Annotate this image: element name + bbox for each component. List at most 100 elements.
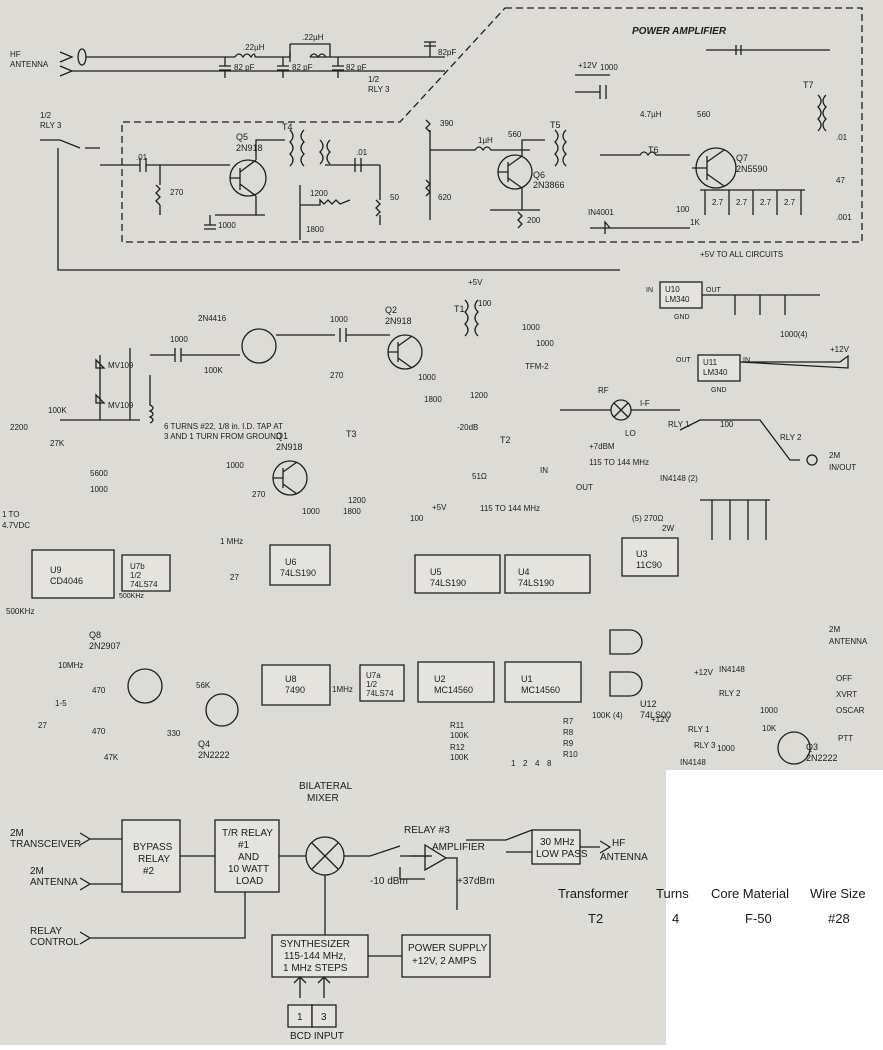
svg-text:U4: U4 [518, 567, 530, 577]
svg-text:1000: 1000 [717, 744, 735, 753]
cell-wire-size: #28 [828, 911, 850, 926]
svg-text:RLY 3: RLY 3 [694, 741, 716, 750]
u1-chip [504, 661, 582, 703]
col-header-wire-size: Wire Size [810, 886, 866, 901]
svg-text:2M: 2M [30, 866, 44, 877]
u7a-chip [359, 664, 405, 702]
svg-text:27: 27 [230, 573, 239, 582]
cell-core-material: F-50 [745, 911, 772, 926]
svg-text:2: 2 [523, 759, 528, 768]
svg-text:2M: 2M [10, 828, 24, 839]
col-header-transformer: Transformer [558, 886, 629, 901]
svg-text:R11: R11 [450, 721, 465, 730]
svg-text:2M: 2M [829, 625, 840, 634]
svg-text:74LS74: 74LS74 [366, 689, 394, 698]
svg-text:100K: 100K [48, 406, 67, 415]
svg-text:51Ω: 51Ω [472, 472, 487, 481]
svg-text:10 WATT: 10 WATT [228, 864, 269, 875]
u11-regulator [697, 354, 741, 382]
svg-text:1-5: 1-5 [55, 699, 67, 708]
svg-text:BYPASS: BYPASS [133, 842, 173, 853]
hf-antenna-input: HF ANTENNA [10, 48, 87, 77]
svg-text:2N918: 2N918 [276, 442, 303, 452]
svg-text:AND: AND [238, 852, 259, 863]
svg-text:100: 100 [478, 299, 492, 308]
svg-text:T/R RELAY: T/R RELAY [222, 828, 273, 839]
power-supply-block [401, 934, 491, 978]
svg-text:560: 560 [697, 110, 711, 119]
synthesizer-block [271, 934, 369, 978]
svg-text:RLY 2: RLY 2 [719, 689, 741, 698]
svg-text:R10: R10 [563, 750, 578, 759]
svg-text:OUT: OUT [676, 357, 692, 364]
svg-text:1200: 1200 [348, 496, 366, 505]
svg-text:620: 620 [438, 193, 452, 202]
svg-text:1: 1 [297, 1012, 303, 1023]
svg-text:7490: 7490 [285, 685, 305, 695]
u2-chip [417, 661, 495, 703]
schematic-drawing: POWER AMPLIFIER HF ANTENNA .22µH .22µH 8… [2, 7, 868, 768]
svg-text:ANTENNA: ANTENNA [829, 637, 868, 646]
svg-text:100: 100 [410, 514, 424, 523]
svg-text:74LS00: 74LS00 [640, 710, 671, 720]
svg-text:560: 560 [508, 130, 522, 139]
svg-text:115 TO 144 MHz: 115 TO 144 MHz [480, 504, 540, 513]
u6-chip [269, 544, 331, 586]
svg-text:TFM-2: TFM-2 [525, 362, 549, 371]
svg-text:LOW PASS: LOW PASS [536, 849, 588, 860]
svg-text:OUT: OUT [576, 483, 593, 492]
svg-text:1800: 1800 [424, 395, 442, 404]
u8-chip [261, 664, 331, 706]
svg-text:82pF: 82pF [438, 48, 456, 57]
svg-text:R12: R12 [450, 743, 465, 752]
svg-text:IN4148: IN4148 [719, 665, 745, 674]
svg-text:+12V: +12V [651, 715, 671, 724]
svg-text:-10 dBm: -10 dBm [370, 876, 408, 887]
svg-text:POWER SUPPLY: POWER SUPPLY [408, 943, 488, 954]
svg-text:T4: T4 [282, 122, 293, 132]
svg-text:U10: U10 [665, 285, 680, 294]
svg-text:IN/OUT: IN/OUT [829, 463, 856, 472]
svg-text:30 MHz: 30 MHz [540, 837, 574, 848]
svg-text:3: 3 [321, 1012, 327, 1023]
svg-text:U6: U6 [285, 557, 297, 567]
jfet-oscillator [241, 328, 277, 364]
svg-text:AMPLIFIER: AMPLIFIER [432, 842, 485, 853]
svg-text:I-F: I-F [640, 399, 650, 408]
svg-text:1/2: 1/2 [40, 111, 52, 120]
svg-text:1/2: 1/2 [130, 571, 142, 580]
svg-text:HF: HF [612, 838, 625, 849]
svg-text:OSCAR: OSCAR [836, 706, 865, 715]
svg-text:4.7µH: 4.7µH [640, 110, 662, 119]
svg-text:RELAY #3: RELAY #3 [404, 825, 450, 836]
svg-text:270: 270 [330, 371, 344, 380]
svg-text:LM340: LM340 [665, 295, 690, 304]
svg-text:.01: .01 [136, 153, 148, 162]
svg-text:U3: U3 [636, 549, 648, 559]
svg-text:2N2222: 2N2222 [198, 750, 230, 760]
u4-chip [504, 554, 591, 594]
svg-text:RLY 1: RLY 1 [668, 420, 690, 429]
q3-transistor [777, 731, 811, 765]
svg-text:LO: LO [625, 429, 636, 438]
svg-text:1000: 1000 [226, 461, 244, 470]
svg-text:1800: 1800 [306, 225, 324, 234]
svg-text:+7dBM: +7dBM [589, 442, 615, 451]
svg-text:T5: T5 [550, 120, 561, 130]
block-diagram: 2M TRANSCEIVER 2M ANTENNA RELAY CONTROL … [0, 770, 666, 1045]
svg-text:115 TO 144 MHz: 115 TO 144 MHz [589, 458, 649, 467]
svg-text:Q1: Q1 [276, 431, 288, 441]
svg-text:1000: 1000 [330, 315, 348, 324]
svg-text:390: 390 [440, 119, 454, 128]
svg-text:1000: 1000 [90, 485, 108, 494]
svg-text:2N918: 2N918 [385, 316, 412, 326]
svg-text:115-144 MHz,: 115-144 MHz, [284, 951, 346, 962]
svg-text:RLY 2: RLY 2 [780, 433, 802, 442]
svg-text:U5: U5 [430, 567, 442, 577]
u3-chip [621, 537, 679, 577]
filter-caps [219, 41, 436, 78]
svg-text:#1: #1 [238, 840, 250, 851]
low-pass-block [531, 829, 581, 865]
svg-text:2N918: 2N918 [236, 143, 263, 153]
svg-text:2.7: 2.7 [712, 198, 724, 207]
